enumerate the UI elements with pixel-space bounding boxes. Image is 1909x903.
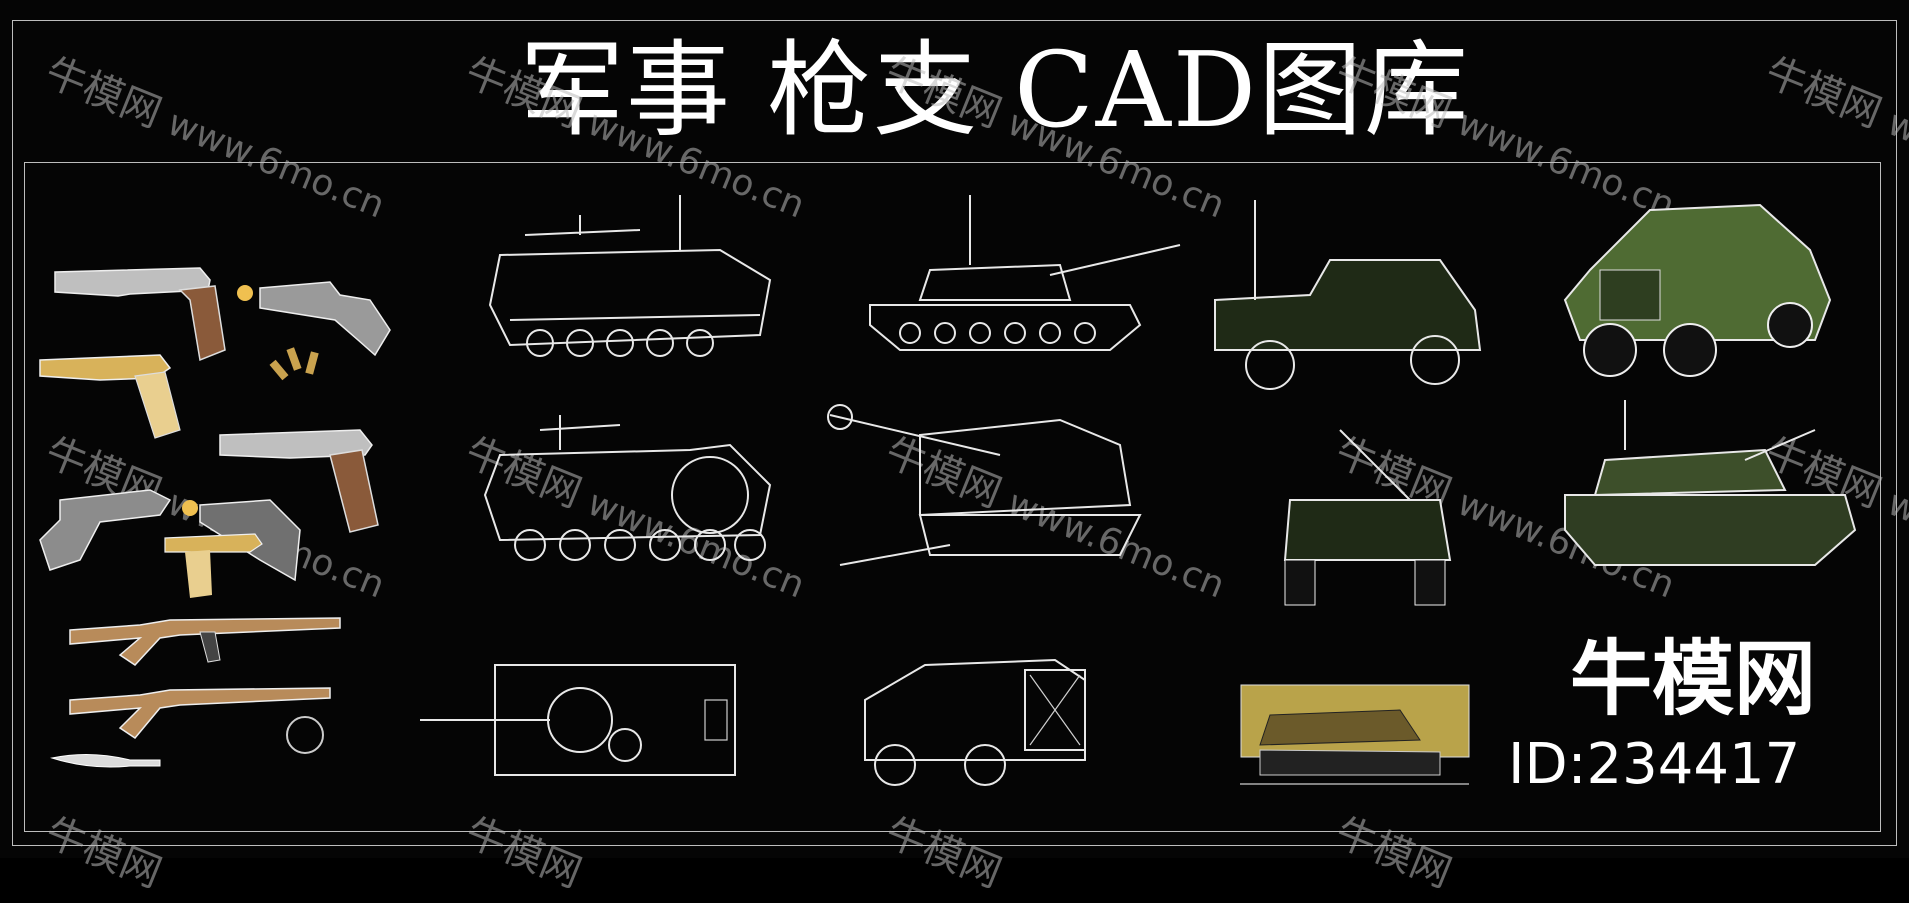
- tank-scene-drawing: [1240, 684, 1470, 785]
- cad-canvas: 军事 枪支 CAD图库 牛模网www.6mo.cn 牛模网www.6mo.cn …: [12, 20, 1909, 897]
- pistol-icon: [54, 267, 226, 362]
- rifle-icon: [69, 617, 341, 666]
- page-title: 军事 枪支 CAD图库: [520, 29, 1471, 151]
- brand-id: ID:234417: [1508, 732, 1801, 797]
- cartridge-icon: [269, 347, 319, 381]
- artillery-drawing: [827, 404, 1142, 566]
- apc-drawing: [483, 415, 772, 561]
- revolver-icon: [237, 281, 391, 357]
- weapons-illustration: [39, 267, 391, 768]
- jeep-drawing: [1563, 203, 1832, 377]
- tank-top-view-drawing: [420, 664, 736, 776]
- outer-frame: [12, 20, 1897, 846]
- camo-tank-drawing: [1564, 400, 1857, 566]
- tank-drawing: [869, 195, 1181, 351]
- gold-pistol-icon: [164, 533, 263, 598]
- inner-frame: [24, 162, 1881, 832]
- knife-icon: [50, 753, 161, 768]
- apc-drawing: [488, 195, 772, 357]
- revolver-icon: [39, 489, 301, 582]
- pistol-icon: [219, 429, 379, 533]
- humvee-drawing: [864, 658, 1086, 786]
- gold-pistol-icon: [39, 354, 181, 439]
- brand-logo-text: 牛模网: [1570, 632, 1817, 727]
- humvee-drawing: [1214, 200, 1482, 390]
- missile-humvee-drawing: [1283, 429, 1452, 606]
- rifle-icon: [69, 687, 331, 754]
